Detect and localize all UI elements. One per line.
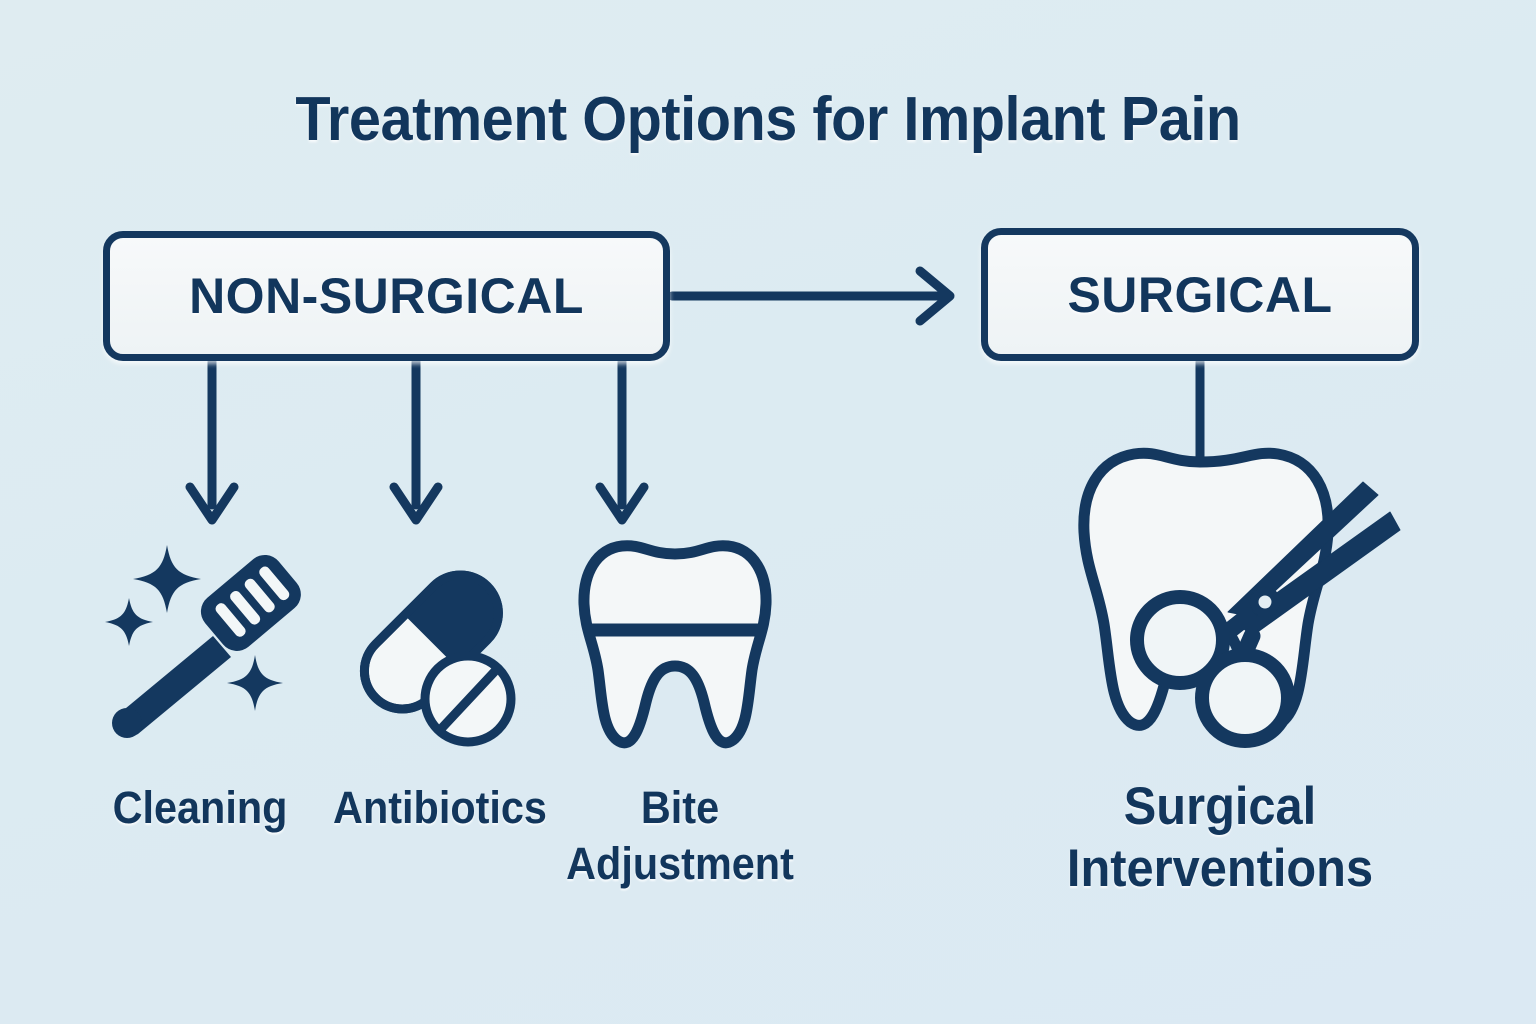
option-label-antibiotics: Antibiotics — [333, 782, 547, 833]
category-box-non-surgical[interactable]: NON-SURGICAL — [103, 231, 670, 361]
tooth-scissors-icon — [1060, 440, 1430, 760]
option-label-surgical-interventions: Surgical Interventions — [1066, 777, 1374, 898]
tooth-bite-line-icon — [572, 532, 778, 758]
category-label-non-surgical: NON-SURGICAL — [189, 268, 584, 324]
toothbrush-sparkle-icon — [100, 540, 315, 750]
pill-capsule-icon — [330, 552, 530, 750]
page-title: Treatment Options for Implant Pain — [295, 85, 1241, 154]
category-label-surgical: SURGICAL — [1067, 266, 1333, 323]
category-box-surgical[interactable]: SURGICAL — [981, 228, 1419, 361]
option-label-cleaning: Cleaning — [112, 782, 288, 833]
option-label-bite-adjustment: Bite Adjustment — [566, 782, 794, 889]
